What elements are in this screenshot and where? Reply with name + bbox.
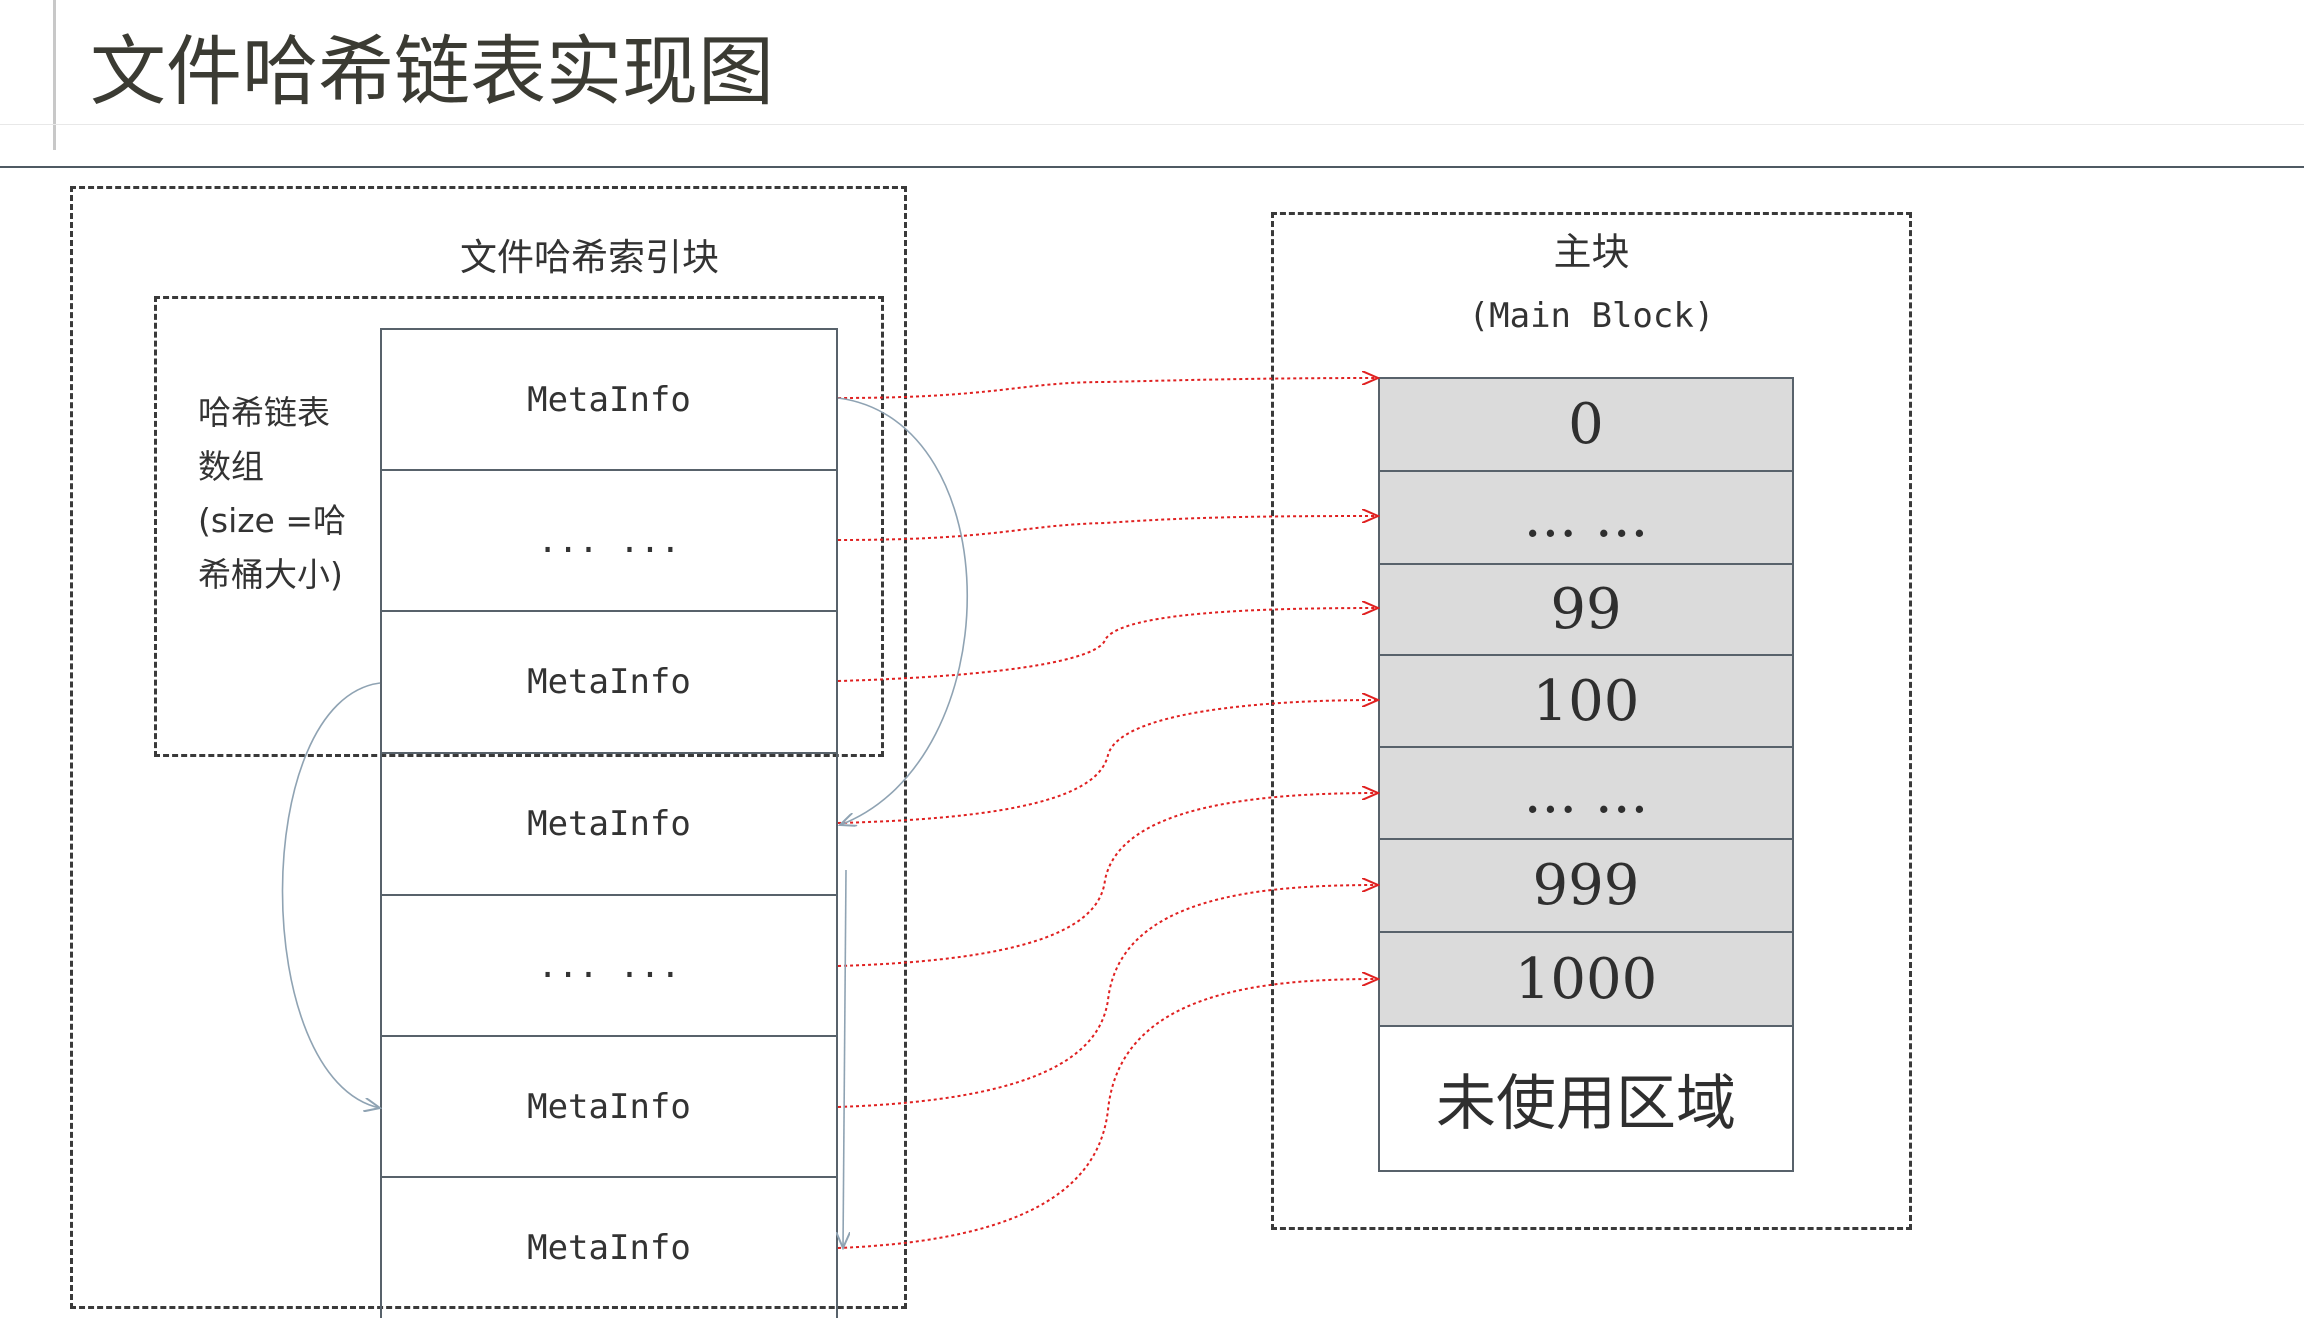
unused-area-cell: 未使用区域 xyxy=(1378,1025,1794,1172)
header-divider xyxy=(0,166,2304,168)
meta-info-cell: ... ... xyxy=(382,894,836,1035)
main-block-cell: 99 xyxy=(1378,563,1794,656)
meta-info-cell: MetaInfo xyxy=(382,1176,836,1317)
meta-info-cell: MetaInfo xyxy=(382,1035,836,1176)
main-block-cell: 100 xyxy=(1378,654,1794,748)
main-block-cell: ... ... xyxy=(1378,746,1794,840)
hash-array-label-line: 希桶大小) xyxy=(198,555,343,594)
page-title: 文件哈希链表实现图 xyxy=(90,27,774,116)
hash-array-label-line: 哈希链表 xyxy=(198,393,330,432)
meta-info-cell: MetaInfo xyxy=(382,610,836,751)
pointer-arrow xyxy=(837,378,1378,399)
pointer-arrow xyxy=(837,516,1378,541)
chain-link-arrow xyxy=(281,682,381,1108)
header-guide-line xyxy=(0,124,2304,125)
main-block-cell: 0 xyxy=(1378,377,1794,472)
header-accent-line xyxy=(53,0,56,150)
main-block-cell: 1000 xyxy=(1378,931,1794,1027)
main-block-frame xyxy=(1271,212,1912,1230)
chain-link-arrow xyxy=(838,397,968,825)
main-block-title: 主块 xyxy=(1553,230,1630,274)
hash-array-label: 哈希链表 数组 (size =哈 希桶大小) xyxy=(198,386,388,602)
meta-info-cell: MetaInfo xyxy=(382,752,836,893)
pointer-arrow xyxy=(837,608,1378,682)
hash-array-label-line: (size =哈 xyxy=(198,501,347,540)
chain-link-arrow xyxy=(843,869,846,1248)
meta-info-cell: MetaInfo xyxy=(382,328,836,469)
hash-array-frame xyxy=(154,296,884,757)
meta-info-cell: ... ... xyxy=(382,469,836,610)
index-block-frame xyxy=(70,186,907,1309)
pointer-arrow xyxy=(837,793,1378,967)
pointer-arrow xyxy=(837,700,1378,824)
pointer-arrow xyxy=(837,979,1378,1249)
main-block-subtitle: (Main Block) xyxy=(1468,296,1715,336)
pointer-arrow xyxy=(837,885,1378,1108)
hash-array-label-line: 数组 xyxy=(198,447,264,486)
meta-info-column: MetaInfo ... ... MetaInfo MetaInfo ... .… xyxy=(380,328,838,1318)
index-block-title: 文件哈希索引块 xyxy=(460,236,719,279)
